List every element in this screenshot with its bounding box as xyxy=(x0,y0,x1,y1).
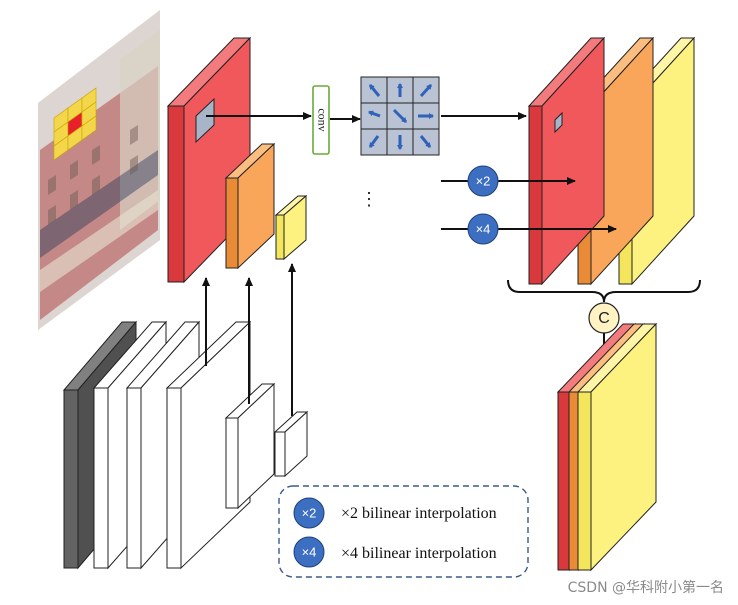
feature-map-yellow xyxy=(274,194,308,261)
conv-label: conv xyxy=(315,108,329,131)
legend-x2-text: ×2 bilinear interpolation xyxy=(341,505,497,522)
deformable-kernel-grid-icon xyxy=(360,76,440,156)
output-patch xyxy=(554,111,563,134)
legend-box: ×2 ×2 bilinear interpolation ×4 ×4 bilin… xyxy=(278,485,529,578)
backbone-block-5 xyxy=(273,410,309,478)
legend-x2-badge: ×2 xyxy=(302,505,317,520)
ellipsis: ⋮ xyxy=(360,189,378,209)
concat-brace xyxy=(507,279,701,303)
sampling-patch xyxy=(195,97,215,144)
legend-x2-icon xyxy=(293,497,325,529)
legend-x4-text: ×4 bilinear interpolation xyxy=(341,545,497,562)
concat-node: C xyxy=(588,302,620,334)
x2-upsample-badge: ×2 xyxy=(467,165,499,197)
conv-block: conv xyxy=(312,85,330,155)
source-image xyxy=(38,10,160,330)
legend-x4-badge: ×4 xyxy=(302,544,317,559)
x2-badge-label: ×2 xyxy=(476,173,491,188)
x4-badge-label: ×4 xyxy=(476,221,491,236)
legend-x4-icon xyxy=(293,536,325,568)
backbone-block-4 xyxy=(224,382,276,510)
fused-map-yellow xyxy=(576,322,658,572)
watermark: CSDN @华科附小第一名 xyxy=(568,579,724,596)
feature-map-orange xyxy=(224,142,276,270)
receptive-field-grid xyxy=(53,87,97,161)
output-map-red xyxy=(527,36,606,286)
concat-label: C xyxy=(598,310,610,327)
x4-upsample-badge: ×4 xyxy=(467,213,499,245)
